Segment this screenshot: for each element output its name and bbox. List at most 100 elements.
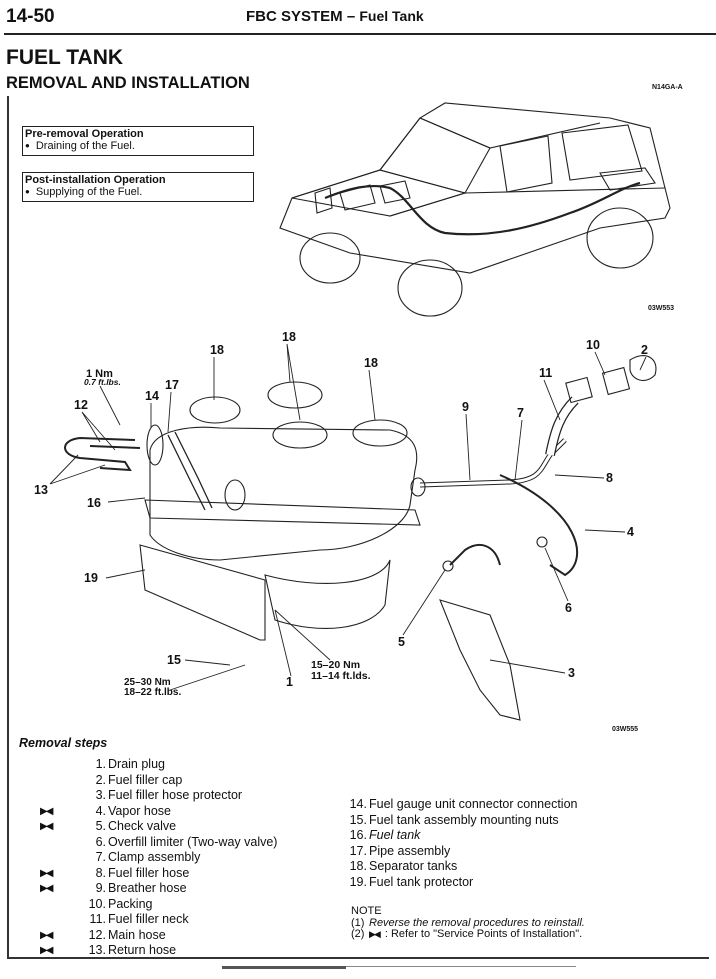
vehicle-figure-code: 03W553 bbox=[648, 305, 674, 312]
page-subtitle: REMOVAL AND INSTALLATION bbox=[6, 74, 250, 92]
step-number: 11. bbox=[89, 912, 106, 926]
step-number: 17. bbox=[349, 843, 367, 858]
step-number: 4. bbox=[95, 803, 106, 818]
callout-14: 14 bbox=[145, 389, 159, 403]
step-number: 2. bbox=[95, 772, 106, 787]
callout-labels: 1 2 3 4 5 6 7 8 9 10 11 12 13 14 15 16 1… bbox=[34, 330, 648, 689]
callout-5: 5 bbox=[398, 635, 405, 649]
step-number: 15. bbox=[349, 812, 367, 827]
wheel-rear bbox=[586, 207, 654, 269]
note-title: NOTE bbox=[351, 905, 382, 917]
fuel-tank-protector bbox=[139, 544, 266, 641]
vehicle-window-front bbox=[499, 135, 553, 193]
vehicle-hood bbox=[291, 169, 467, 217]
note-num: (2) bbox=[351, 928, 365, 940]
fuel-gauge-unit bbox=[146, 424, 164, 466]
note-item-2: (2) ▶◀: Refer to "Service Points of Insta… bbox=[351, 928, 585, 941]
step-label: Fuel filler neck bbox=[108, 912, 189, 926]
footer-bar bbox=[222, 966, 346, 969]
service-point-mark-icon: ▶◀ bbox=[369, 929, 381, 939]
section-name: FBC SYSTEM bbox=[246, 8, 343, 25]
callout-12: 12 bbox=[74, 398, 88, 412]
service-point-mark-icon: ▶◀ bbox=[40, 945, 53, 956]
main-return-hoses bbox=[64, 436, 141, 472]
exploded-view-diagram: 1 2 3 4 5 6 7 8 9 10 11 12 13 14 15 16 1… bbox=[34, 330, 657, 733]
step-number: 18. bbox=[349, 859, 367, 873]
step-number: 7. bbox=[95, 850, 106, 864]
separator-tank-3 bbox=[272, 421, 328, 449]
fuel-filler-hose-inner bbox=[419, 438, 567, 487]
step-number: 6. bbox=[95, 834, 106, 849]
torque-drain-ftlbs: 11–14 ft.lds. bbox=[311, 670, 371, 682]
fuel-filler-hose-protector bbox=[439, 599, 521, 721]
wheel-front-left bbox=[299, 232, 361, 284]
step-label: Fuel tank bbox=[369, 828, 421, 842]
step-label: Separator tanks bbox=[369, 859, 458, 873]
exploded-figure-code: 03W555 bbox=[612, 726, 638, 733]
callout-9: 9 bbox=[462, 400, 469, 414]
frame-bottom-border bbox=[7, 957, 709, 959]
footer-rule bbox=[346, 966, 576, 967]
callout-19: 19 bbox=[84, 571, 98, 585]
service-point-mark-icon: ▶◀ bbox=[40, 929, 53, 941]
header-rule bbox=[4, 33, 716, 35]
note-text: Reverse the removal procedures to reinst… bbox=[369, 916, 585, 929]
vehicle-windshield bbox=[379, 117, 491, 194]
step-label: Fuel filler hose protector bbox=[108, 788, 243, 802]
callout-11: 11 bbox=[539, 366, 552, 380]
callout-4: 4 bbox=[627, 525, 634, 539]
removal-steps-title: Removal steps bbox=[19, 736, 108, 750]
callout-13: 13 bbox=[34, 483, 48, 497]
fuel-tank-body bbox=[149, 426, 418, 561]
torque-gauge-nm: 1 Nm bbox=[86, 368, 113, 380]
leader-lines bbox=[49, 343, 647, 691]
fuel-filler-cap bbox=[629, 355, 657, 381]
pre-removal-item: Draining of the Fuel. bbox=[25, 140, 249, 153]
step-label: Fuel gauge unit connector connection bbox=[369, 797, 578, 811]
post-installation-box: Post-installation Operation Supplying of… bbox=[22, 172, 254, 202]
separator-tank-4 bbox=[352, 419, 408, 447]
callout-2: 2 bbox=[641, 343, 648, 357]
step-label: Main hose bbox=[108, 927, 166, 942]
torque-drain-nm: 15–20 Nm bbox=[311, 659, 360, 671]
pre-removal-box: Pre-removal Operation Draining of the Fu… bbox=[22, 126, 254, 156]
tank-detail bbox=[599, 167, 656, 191]
overfill-limiter bbox=[536, 536, 548, 548]
fuel-tank-port bbox=[224, 479, 246, 511]
step-label: Fuel filler hose bbox=[108, 865, 190, 880]
service-point-mark-icon: ▶◀ bbox=[40, 883, 53, 894]
callout-7: 7 bbox=[517, 406, 524, 420]
step-number: 10. bbox=[88, 896, 106, 911]
breather-hose-grommet bbox=[410, 477, 426, 497]
section-code: N14GA-A bbox=[652, 84, 683, 91]
step-label: Check valve bbox=[108, 819, 177, 833]
step-number: 5. bbox=[95, 819, 106, 833]
service-point-mark-icon: ▶◀ bbox=[40, 821, 53, 832]
check-valve bbox=[442, 560, 454, 572]
fuel-tank-flange bbox=[144, 499, 421, 526]
fuel-filler-hose bbox=[419, 438, 567, 488]
callout-18c: 18 bbox=[364, 356, 378, 370]
torque-nuts-ftlbs: 18–22 ft.lbs. bbox=[124, 687, 181, 698]
check-valve-hoses bbox=[449, 544, 501, 566]
callout-8: 8 bbox=[606, 471, 613, 485]
callout-18b: 18 bbox=[282, 330, 296, 344]
note-text: : Refer to "Service Points of Installati… bbox=[384, 928, 583, 940]
fuel-filler-neck-inner bbox=[546, 397, 578, 456]
step-label: Breather hose bbox=[108, 881, 187, 895]
step-label: Overfill limiter (Two-way valve) bbox=[108, 834, 278, 849]
note-num: (1) bbox=[351, 916, 365, 929]
note-block: NOTE (1) Reverse the removal procedures t… bbox=[351, 905, 585, 941]
subsection-name: Fuel Tank bbox=[359, 8, 424, 24]
page-number: 14-50 bbox=[6, 6, 55, 27]
frame-left-border bbox=[7, 96, 9, 957]
step-number: 12. bbox=[88, 927, 106, 942]
torque-nuts-nm: 25–30 Nm bbox=[124, 677, 171, 688]
service-point-mark-icon: ▶◀ bbox=[40, 805, 53, 817]
filler-neck-flange bbox=[565, 376, 593, 404]
step-label: Packing bbox=[108, 896, 153, 911]
torque-gauge-ftlbs: 0.7 ft.lbs. bbox=[84, 377, 121, 387]
separator-tank-2 bbox=[267, 381, 323, 409]
step-label: Clamp assembly bbox=[108, 850, 201, 864]
step-label: Vapor hose bbox=[108, 803, 172, 818]
